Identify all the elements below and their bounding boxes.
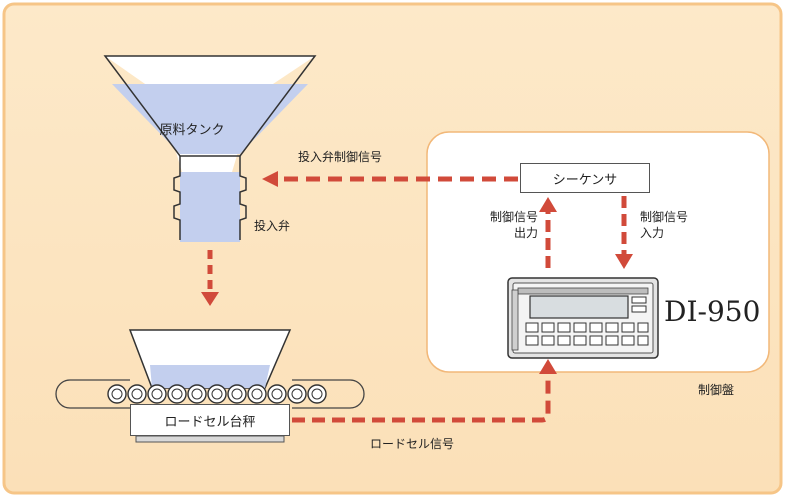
- indicator-model-label: DI-950: [664, 295, 761, 328]
- valve-signal-label: 投入弁制御信号: [298, 150, 383, 164]
- signal-out-line1: 制御信号: [489, 210, 538, 224]
- input-valve: [173, 156, 247, 242]
- control-panel-label: 制御盤: [698, 383, 735, 397]
- roller-conveyor: [55, 379, 365, 409]
- scale-base: [135, 435, 285, 443]
- raw-material-tank: [103, 55, 317, 242]
- weighing-indicator: [507, 277, 659, 359]
- loadcell-scale-box: ロードセル台秤: [130, 404, 290, 436]
- scale-label: ロードセル台秤: [164, 414, 256, 430]
- loadcell-signal-arrow: [292, 372, 551, 423]
- signal-in-line1: 制御信号: [640, 210, 689, 224]
- valve-label: 投入弁: [254, 219, 291, 233]
- signal-in-line2: 入力: [640, 226, 665, 240]
- loadcell-signal-label: ロードセル信号: [370, 437, 455, 451]
- tank-label: 原料タンク: [159, 123, 225, 138]
- signal-out-line2: 出力: [513, 226, 538, 240]
- sequencer-box: シーケンサ: [520, 163, 650, 193]
- receiving-hopper: [128, 329, 292, 389]
- sequencer-label: シーケンサ: [552, 172, 618, 188]
